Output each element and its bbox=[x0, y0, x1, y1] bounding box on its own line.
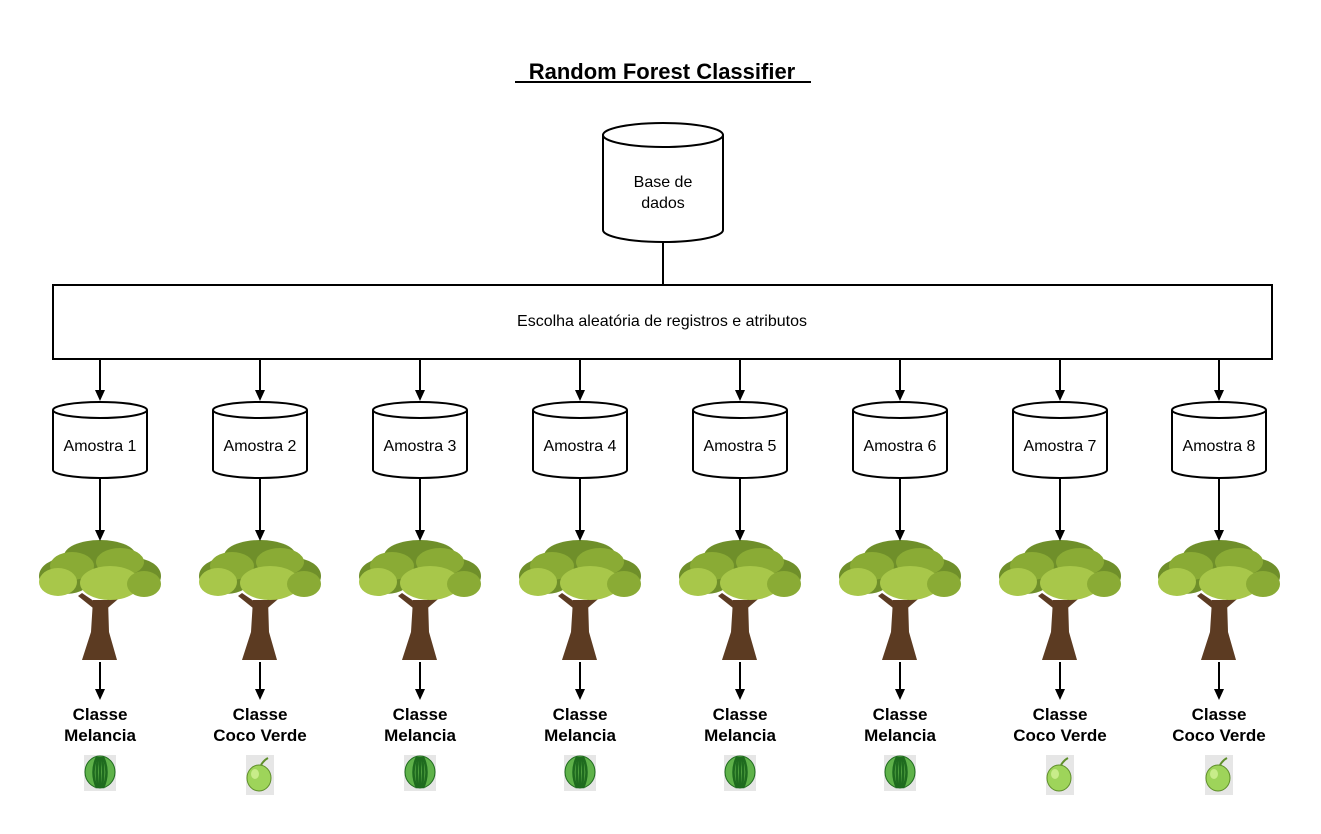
arrow-to-class-8-head bbox=[1214, 689, 1224, 700]
class-label-line2: Melancia bbox=[64, 726, 136, 745]
arrow-to-class-4-head bbox=[575, 689, 585, 700]
class-label-line1: Classe bbox=[873, 705, 928, 724]
class-label-line1: Classe bbox=[553, 705, 608, 724]
decision-tree-icon bbox=[1158, 540, 1280, 660]
class-label-line2: Melancia bbox=[384, 726, 456, 745]
green-coconut-icon bbox=[1205, 755, 1233, 795]
sample-cylinder-5: Amostra 5 bbox=[692, 401, 788, 479]
database-cylinder: Base de dados bbox=[602, 122, 724, 243]
arrow-to-sample-4-head bbox=[575, 390, 585, 401]
sample-cylinder-1: Amostra 1 bbox=[52, 401, 148, 479]
arrow-to-sample-3-head bbox=[415, 390, 425, 401]
green-coconut-icon bbox=[1046, 755, 1074, 795]
arrow-to-tree-5-head bbox=[735, 530, 745, 541]
class-label-line1: Classe bbox=[1033, 705, 1088, 724]
class-label-line2: Melancia bbox=[544, 726, 616, 745]
arrow-to-tree-4-head bbox=[575, 530, 585, 541]
sample-label: Amostra 3 bbox=[384, 438, 457, 455]
decision-tree-icon bbox=[359, 540, 481, 660]
arrow-to-class-3-head bbox=[415, 689, 425, 700]
arrow-to-class-1-head bbox=[95, 689, 105, 700]
decision-tree-icon bbox=[839, 540, 961, 660]
arrow-to-tree-6-head bbox=[895, 530, 905, 541]
sample-cylinder-2: Amostra 2 bbox=[212, 401, 308, 479]
watermelon-icon bbox=[404, 755, 436, 791]
decision-tree-icon bbox=[519, 540, 641, 660]
arrow-to-sample-7-head bbox=[1055, 390, 1065, 401]
decision-tree-icon bbox=[199, 540, 321, 660]
arrow-to-tree-7-head bbox=[1055, 530, 1065, 541]
sample-cylinder-4: Amostra 4 bbox=[532, 401, 628, 479]
sample-label: Amostra 8 bbox=[1183, 438, 1256, 455]
class-label-line1: Classe bbox=[233, 705, 288, 724]
sample-cylinder-6: Amostra 6 bbox=[852, 401, 948, 479]
sample-label: Amostra 7 bbox=[1024, 438, 1097, 455]
arrow-to-tree-8-head bbox=[1214, 530, 1224, 541]
watermelon-icon bbox=[564, 755, 596, 791]
class-label-line1: Classe bbox=[713, 705, 768, 724]
arrow-to-sample-5-head bbox=[735, 390, 745, 401]
database-label-line2: dados bbox=[641, 195, 685, 212]
arrow-to-class-7-head bbox=[1055, 689, 1065, 700]
arrow-to-sample-1-head bbox=[95, 390, 105, 401]
sample-label: Amostra 4 bbox=[544, 438, 617, 455]
green-coconut-icon bbox=[246, 755, 274, 795]
selection-box-label: Escolha aleatória de registros e atribut… bbox=[517, 313, 807, 330]
watermelon-icon bbox=[884, 755, 916, 791]
arrow-to-sample-6-head bbox=[895, 390, 905, 401]
class-label-line2: Melancia bbox=[864, 726, 936, 745]
diagram-title: Random Forest Classifier bbox=[529, 59, 796, 84]
sample-label: Amostra 6 bbox=[864, 438, 937, 455]
arrow-to-tree-3-head bbox=[415, 530, 425, 541]
selection-box: Escolha aleatória de registros e atribut… bbox=[52, 284, 1273, 360]
sample-label: Amostra 2 bbox=[224, 438, 297, 455]
watermelon-icon bbox=[724, 755, 756, 791]
sample-cylinder-3: Amostra 3 bbox=[372, 401, 468, 479]
class-label-line2: Melancia bbox=[704, 726, 776, 745]
class-label-line2: Coco Verde bbox=[1172, 726, 1266, 745]
arrow-to-class-6-head bbox=[895, 689, 905, 700]
sample-label: Amostra 5 bbox=[704, 438, 777, 455]
arrow-to-sample-8-head bbox=[1214, 390, 1224, 401]
arrow-to-tree-2-head bbox=[255, 530, 265, 541]
decision-tree-icon bbox=[999, 540, 1121, 660]
class-label-line1: Classe bbox=[1192, 705, 1247, 724]
class-label-line1: Classe bbox=[73, 705, 128, 724]
decision-tree-icon bbox=[679, 540, 801, 660]
arrow-to-sample-2-head bbox=[255, 390, 265, 401]
decision-tree-icon bbox=[39, 540, 161, 660]
class-label-line2: Coco Verde bbox=[213, 726, 307, 745]
arrow-to-tree-1-head bbox=[95, 530, 105, 541]
arrow-to-class-5-head bbox=[735, 689, 745, 700]
class-label-line2: Coco Verde bbox=[1013, 726, 1107, 745]
sample-cylinder-7: Amostra 7 bbox=[1012, 401, 1108, 479]
watermelon-icon bbox=[84, 755, 116, 791]
sample-label: Amostra 1 bbox=[64, 438, 137, 455]
arrow-to-class-2-head bbox=[255, 689, 265, 700]
database-label-line1: Base de bbox=[634, 174, 693, 191]
sample-cylinder-8: Amostra 8 bbox=[1171, 401, 1267, 479]
class-label-line1: Classe bbox=[393, 705, 448, 724]
